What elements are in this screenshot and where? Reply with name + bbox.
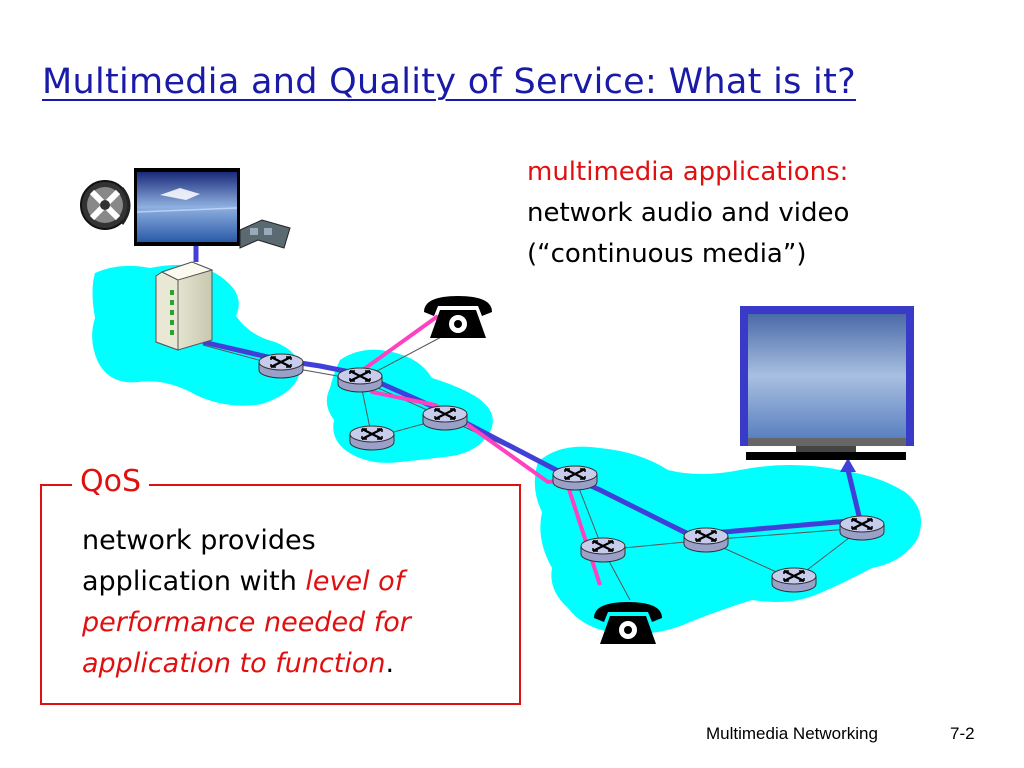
qos-box	[40, 484, 521, 705]
film-reel-icon	[80, 180, 131, 230]
slide-title: Multimedia and Quality of Service: What …	[42, 62, 856, 102]
router-icon	[336, 366, 384, 394]
router-icon	[257, 352, 305, 380]
router-icon	[348, 424, 396, 452]
footer-page-number: 7-2	[950, 724, 975, 743]
multimedia-line-2: (“continuous media”)	[527, 239, 807, 269]
multimedia-heading: multimedia applications:	[527, 157, 849, 187]
qos-line-1: network provides	[82, 525, 316, 556]
qos-line-2-plain: application with	[82, 566, 306, 597]
footer-course-name: Multimedia Networking	[706, 724, 878, 743]
qos-line-4: application to function.	[82, 643, 411, 684]
server-icon	[155, 261, 214, 351]
video-arrow-head	[840, 458, 856, 472]
router-icon	[770, 566, 818, 594]
router-icon	[579, 536, 627, 564]
qos-line-3-emphasis: performance needed for	[82, 607, 411, 638]
qos-definition: network provides application with level …	[82, 520, 411, 684]
network-cloud-middle	[326, 349, 493, 463]
monitor-icon	[740, 306, 914, 460]
multimedia-description: multimedia applications: network audio a…	[527, 152, 849, 275]
router-icon	[551, 464, 599, 492]
qos-line-4-end: .	[385, 648, 395, 679]
multimedia-line-1: network audio and video	[527, 198, 850, 228]
qos-line-2: application with level of	[82, 561, 411, 602]
qos-line-2-emphasis: level of	[305, 566, 405, 597]
router-icon	[421, 404, 469, 432]
router-icon	[682, 526, 730, 554]
qos-line-4-emphasis: application to function	[82, 648, 386, 679]
router-icon	[838, 514, 886, 542]
video-screen-icon	[134, 168, 240, 246]
qos-label: QoS	[72, 464, 150, 499]
film-strip-icon	[239, 219, 291, 249]
